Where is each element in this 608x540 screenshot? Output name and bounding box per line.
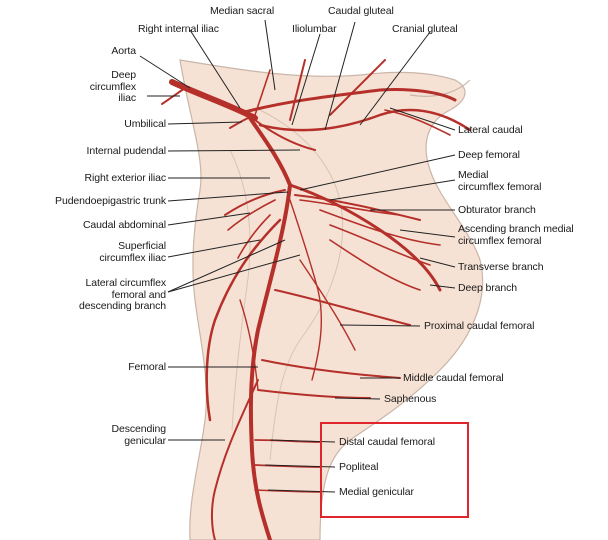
- label-popliteal: Popliteal: [339, 462, 378, 474]
- label-ascending-branch: Ascending branch medial circumflex femor…: [458, 224, 574, 247]
- label-umbilical: Umbilical: [124, 119, 166, 131]
- label-pudendoepigastric-trunk: Pudendoepigastric trunk: [55, 196, 166, 208]
- label-right-internal-iliac: Right internal iliac: [138, 24, 219, 36]
- label-deep-circumflex-iliac: Deep circumflex iliac: [90, 70, 136, 105]
- label-internal-pudendal: Internal pudendal: [87, 146, 166, 158]
- label-caudal-abdominal: Caudal abdominal: [83, 220, 166, 232]
- label-median-sacral: Median sacral: [210, 6, 274, 18]
- label-medial-circumflex-femoral: Medial circumflex femoral: [458, 170, 541, 193]
- label-saphenous: Saphenous: [384, 394, 436, 406]
- label-superficial-circumflex-iliac: Superficial circumflex iliac: [99, 241, 166, 264]
- label-obturator-branch: Obturator branch: [458, 205, 536, 217]
- label-transverse-branch: Transverse branch: [458, 262, 543, 274]
- label-caudal-gluteal: Caudal gluteal: [328, 6, 394, 18]
- label-deep-branch: Deep branch: [458, 283, 517, 295]
- label-middle-caudal-femoral: Middle caudal femoral: [403, 373, 504, 385]
- label-iliolumbar: Iliolumbar: [292, 24, 337, 36]
- label-medial-genicular: Medial genicular: [339, 487, 414, 499]
- label-right-exterior-iliac: Right exterior iliac: [85, 173, 166, 185]
- label-deep-femoral: Deep femoral: [458, 150, 520, 162]
- label-femoral: Femoral: [128, 362, 166, 374]
- label-cranial-gluteal: Cranial gluteal: [392, 24, 458, 36]
- label-lateral-circumflex-femoral: Lateral circumflex femoral and descendin…: [79, 278, 166, 313]
- label-lateral-caudal: Lateral caudal: [458, 125, 523, 137]
- label-proximal-caudal-femoral: Proximal caudal femoral: [424, 321, 534, 333]
- label-aorta: Aorta: [111, 46, 136, 58]
- label-descending-genicular: Descending genicular: [112, 424, 166, 447]
- label-distal-caudal-femoral: Distal caudal femoral: [339, 437, 435, 449]
